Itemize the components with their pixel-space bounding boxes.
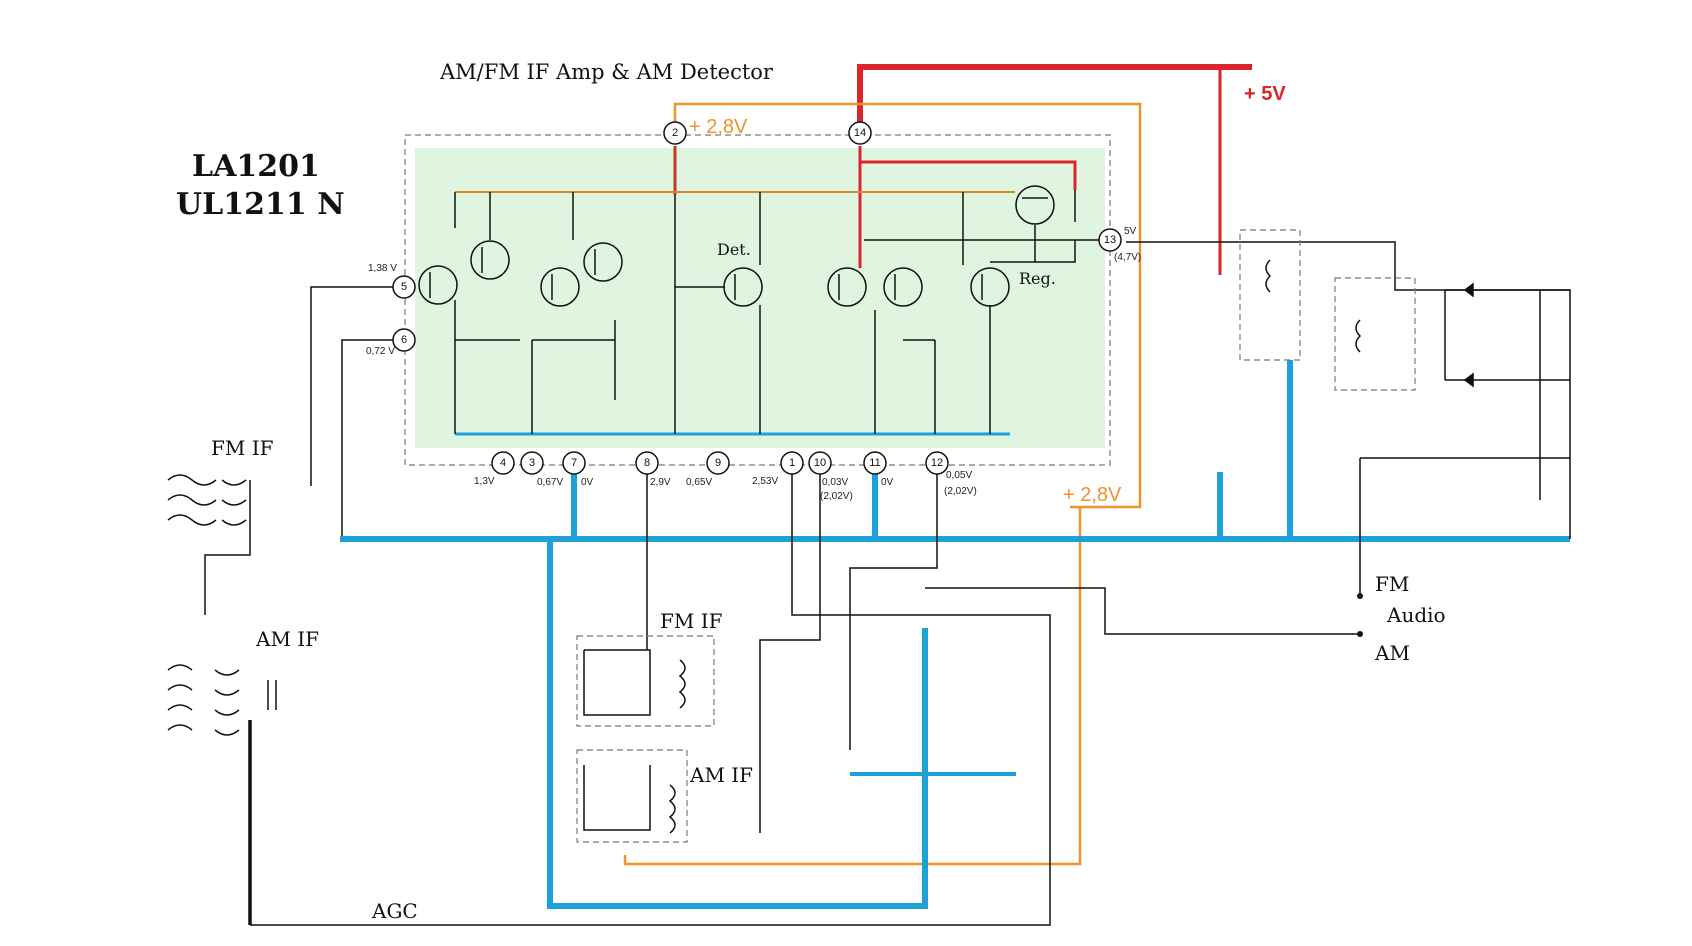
fm-if-transformer-left [167, 474, 247, 526]
fm-if-module [576, 635, 715, 727]
voltage-pin5: 1,38 V [368, 263, 397, 274]
chip-name-1: LA1201 [192, 149, 320, 184]
voltage-pin12: 0,05V [946, 470, 972, 481]
svg-text:9: 9 [715, 457, 721, 469]
label-5v: + 5V [1244, 83, 1286, 105]
detector-components [1265, 259, 1570, 500]
voltage-pin1: 2,53V [752, 476, 778, 487]
wire-fmif-in [310, 286, 404, 486]
wire-pin1 [250, 474, 1051, 926]
svg-text:1: 1 [789, 457, 795, 469]
am-if-module [576, 749, 688, 843]
svg-text:7: 7 [571, 457, 577, 469]
voltage-pin11: 0V [881, 477, 894, 488]
label-am-if-left: AM IF [255, 627, 319, 651]
pin-1: 1 [780, 451, 804, 475]
pin-3: 3 [520, 451, 544, 475]
pin-9: 9 [706, 451, 730, 475]
svg-text:5: 5 [401, 281, 407, 293]
pin-7: 7 [562, 451, 586, 475]
svg-text:4: 4 [500, 457, 506, 469]
voltage-pin9: 0,65V [686, 477, 712, 488]
terminal-fm [1357, 593, 1363, 599]
voltage-pin7: 0V [581, 477, 594, 488]
voltage-pin10: 0,03V [822, 477, 848, 488]
wire-left-1 [204, 480, 251, 615]
pin-6: 6 [392, 328, 416, 352]
voltage-pin4: 1,3V [474, 476, 495, 487]
label-det: Det. [717, 240, 751, 259]
pin-5: 5 [392, 275, 416, 299]
wire-pin12 [849, 474, 938, 750]
rail-2v8-top [673, 102, 1142, 509]
diagram-title: AM/FM IF Amp & AM Detector [439, 60, 774, 84]
pin-10: 10 [808, 451, 832, 475]
rail-2v8-bottom [623, 508, 1082, 866]
svg-text:2: 2 [672, 127, 678, 139]
pin-14: 14 [848, 121, 872, 145]
label-reg: Reg. [1019, 269, 1056, 288]
wire-out [1126, 241, 1571, 539]
terminal-am [1357, 631, 1363, 637]
wire-pin6 [341, 339, 404, 536]
pin-4: 4 [491, 451, 515, 475]
detector-module-1 [1239, 229, 1301, 361]
svg-text:3: 3 [529, 457, 535, 469]
voltage-pin8: 2,9V [650, 477, 671, 488]
svg-text:14: 14 [854, 127, 866, 139]
pin-2: 2 [663, 121, 687, 145]
pin-11: 11 [863, 451, 887, 475]
mid-coils [583, 649, 686, 834]
ic-outline [404, 134, 1111, 466]
svg-text:11: 11 [869, 457, 880, 469]
detector-module-2 [1334, 277, 1416, 391]
label-fm: FM [1375, 572, 1409, 596]
label-agc: AGC [371, 899, 418, 923]
voltage-pin13b: (4,7V) [1114, 252, 1141, 263]
wire-audio [925, 587, 1360, 635]
label-fm-if-left: FM IF [211, 436, 274, 460]
svg-text:8: 8 [644, 457, 650, 469]
label-2v8-top: + 2,8V [689, 116, 748, 138]
rail-5v [857, 64, 1252, 133]
chip-name-2: UL1211 N [176, 187, 345, 222]
am-if-transformer-left [167, 664, 277, 736]
svg-text:6: 6 [401, 334, 407, 346]
rail-5v-inner [858, 146, 1077, 190]
label-am-if-mid: AM IF [689, 763, 753, 787]
svg-text:10: 10 [814, 457, 826, 469]
wire-pin10 [759, 474, 821, 833]
voltage-pin6: 0,72 V [366, 346, 395, 357]
label-fm-if-mid: FM IF [660, 609, 723, 633]
voltage-pin13: 5V [1124, 226, 1137, 237]
pin-8: 8 [635, 451, 659, 475]
pin-12: 12 [925, 451, 949, 475]
svg-text:12: 12 [931, 457, 943, 469]
ground-loop [547, 539, 928, 909]
pin-13: 13 [1098, 228, 1122, 252]
label-audio: Audio [1386, 603, 1446, 627]
voltage-pin3: 0,67V [537, 477, 563, 488]
voltage-pin12b: (2,02V) [944, 486, 977, 497]
svg-text:13: 13 [1104, 234, 1116, 246]
label-am: AM [1374, 641, 1410, 665]
voltage-pin10b: (2,02V) [820, 491, 853, 502]
transistor-group [418, 185, 1110, 434]
label-2v8-bottom: + 2,8V [1063, 484, 1122, 506]
